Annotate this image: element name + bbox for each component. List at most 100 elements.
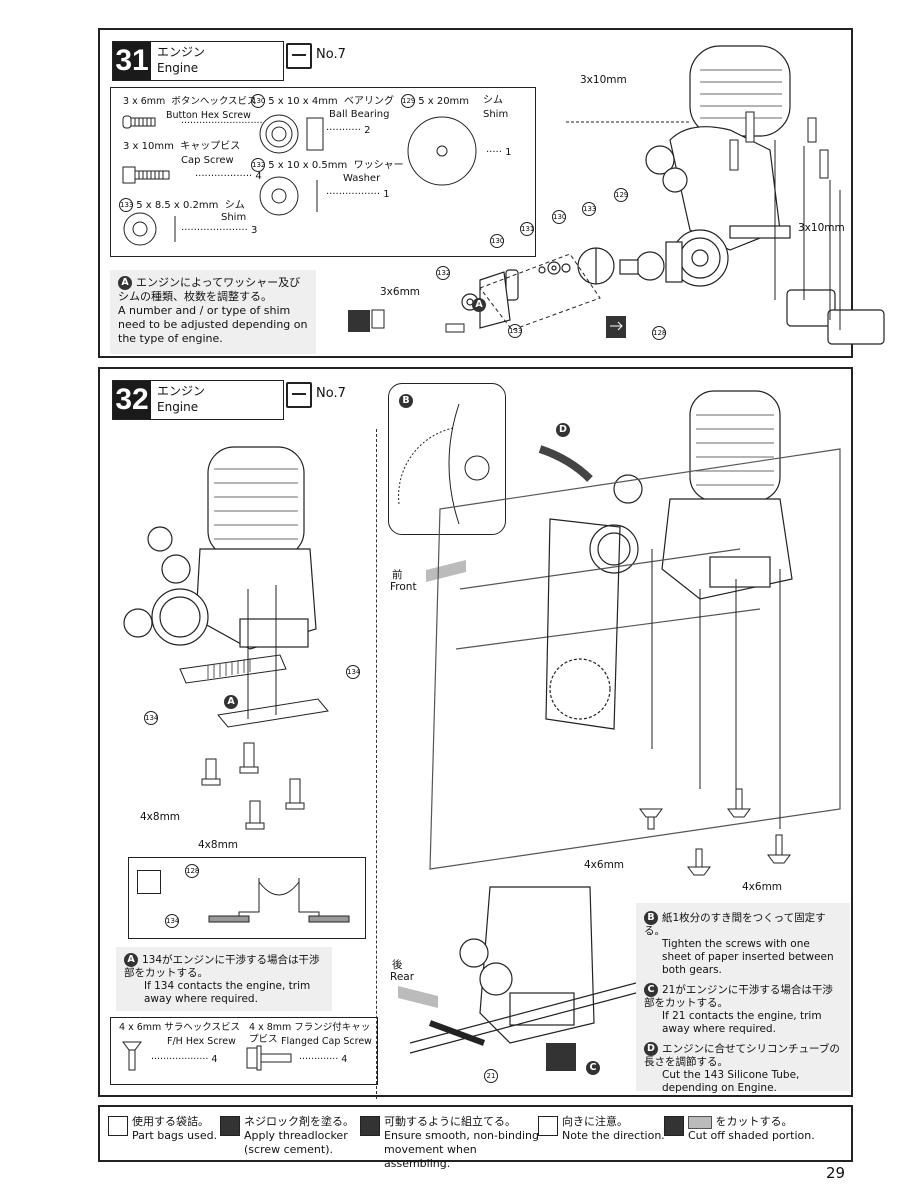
badge-a: A — [472, 298, 486, 312]
part-qty: 4 — [255, 171, 262, 182]
note-ja: 21がエンジンに干渉する場合は干渉部をカットする。 — [644, 984, 833, 1009]
part-name-ja: シム — [224, 200, 245, 211]
legend-en: Ensure smooth, non-binding movement when… — [384, 1129, 539, 1170]
note-en: Cut the 143 Silicone Tube, depending on … — [662, 1069, 800, 1094]
part-name-en: Shim — [221, 212, 247, 223]
bag-number: No.7 — [316, 386, 346, 401]
part-name-ja: サラヘックスビス — [164, 1022, 241, 1033]
part-qty: 1 — [383, 189, 390, 200]
part-qty: 1 — [505, 147, 512, 158]
legend-panel: 使用する袋詰。 Part bags used. ネジロック剤を塗る。 Apply… — [98, 1105, 853, 1170]
callout-133: 133 — [508, 324, 522, 338]
part-size: 5 x 10 x 4mm — [268, 96, 338, 107]
engine-mount-diagram — [123, 446, 329, 830]
part-size: 5 x 20mm — [418, 96, 470, 107]
part-size: 4 x 8mm — [249, 1022, 292, 1033]
direction-icon — [137, 870, 161, 894]
gear-mesh-drawing — [398, 403, 490, 525]
bag-icon — [286, 382, 312, 408]
rear-view-diagram — [409, 886, 637, 1071]
part-size: 5 x 8.5 x 0.2mm — [136, 200, 219, 211]
fh-screw-icon — [122, 1041, 142, 1071]
step-title-ja: エンジン — [157, 384, 206, 398]
gear-mesh-detail: B — [388, 383, 506, 535]
callout-133: 133 — [582, 202, 596, 216]
note-ja: 紙1枚分のすき間をつくって固定する。 — [644, 912, 826, 937]
legend-ja: 向きに注意。 — [562, 1115, 628, 1128]
badge-b: B — [644, 911, 658, 925]
legend-ja: 使用する袋詰。 — [132, 1115, 209, 1128]
mount-cross-section — [208, 878, 350, 923]
part-name-ja: ボタンヘックスビス — [171, 96, 257, 107]
step-title-ja: エンジン — [157, 45, 206, 59]
note-ja: 134がエンジンに干渉する場合は干渉部をカットする。 — [124, 954, 320, 979]
callout-128: 128 — [652, 326, 666, 340]
bag-icon — [108, 1116, 128, 1136]
part-number: 132 — [251, 158, 265, 172]
step-32-panel: 32 エンジン Engine No.7 134 — [98, 367, 853, 1099]
callout-132: 132 — [436, 266, 450, 280]
part-number: 129 — [401, 94, 415, 108]
step-title-en: Engine — [157, 400, 199, 414]
label-4x6: 4x6mm — [742, 881, 783, 893]
part-size: 3 x 6mm — [123, 96, 166, 107]
note-en: A number and / or type of shim need to b… — [118, 304, 308, 345]
note-ja: エンジンによってワッシャー及びシムの種類、枚数を調整する。 — [118, 276, 301, 303]
label-front-ja: 前 — [392, 569, 403, 581]
bag-number: No.7 — [316, 47, 346, 62]
badge-d: D — [644, 1042, 658, 1056]
direction-detail-box: 128 134 — [128, 857, 366, 939]
callout-134: 134 — [165, 914, 179, 928]
chassis-diagram — [429, 390, 841, 876]
part-qty: 2 — [364, 125, 371, 136]
legend-en: Cut off shaded portion. — [688, 1129, 815, 1142]
step-31-panel: 31 エンジン Engine No.7 3 x 6mm ボタンヘックスビス Bu… — [98, 28, 885, 358]
badge-b: B — [399, 394, 413, 408]
callout-131: 131 — [520, 222, 534, 236]
badge-a: A — [118, 276, 132, 290]
legend-en: Apply threadlocker (screw cement). — [244, 1129, 348, 1156]
note-en: If 21 contacts the engine, trim away whe… — [662, 1010, 822, 1035]
part-name-en: Shim — [483, 109, 509, 120]
part-name-en: Flanged Cap Screw — [281, 1036, 372, 1047]
legend-en: Note the direction. — [562, 1129, 665, 1142]
part-size: 5 x 10 x 0.5mm — [268, 160, 348, 171]
part-qty: 3 — [250, 225, 258, 236]
shaded-swatch — [688, 1115, 712, 1129]
callout-21: 21 — [484, 1069, 498, 1083]
badge-a: A — [124, 953, 138, 967]
callout-128: 128 — [185, 864, 199, 878]
label-4x8: 4x8mm — [198, 839, 239, 851]
label-4x6: 4x6mm — [584, 859, 625, 871]
part-qty: 4 — [341, 1054, 348, 1065]
washer-icon — [259, 176, 318, 216]
part-name-en: Button Hex Screw — [166, 110, 251, 121]
callout-129: 129 — [614, 188, 628, 202]
step-31-header: 31 エンジン Engine — [112, 41, 284, 81]
part-qty: 4 — [211, 1054, 218, 1065]
direction-icon — [538, 1116, 558, 1136]
label-4x8: 4x8mm — [140, 811, 181, 823]
part-name-en: Washer — [343, 173, 381, 184]
label-3x10-top: 3x10mm — [580, 74, 627, 86]
callout-130: 130 — [552, 210, 566, 224]
button-screw-icon — [122, 115, 156, 129]
part-name-en: F/H Hex Screw — [167, 1036, 236, 1047]
ball-bearing-icon — [259, 114, 324, 154]
part-name-ja: フランジ付キャップビス — [249, 1022, 371, 1045]
label-3x10-right: 3x10mm — [798, 222, 845, 234]
badge-a: A — [224, 695, 238, 709]
engine-assembly-diagram — [371, 45, 885, 345]
parts-box: 3 x 6mm ボタンヘックスビス Button Hex Screw ·····… — [110, 87, 536, 257]
part-number: 133 — [119, 198, 133, 212]
part-name-ja: キャップビス — [180, 141, 241, 152]
bag-icon — [286, 43, 312, 69]
part-name-ja: ベアリング — [344, 96, 395, 107]
label-3x6: 3x6mm — [380, 286, 421, 298]
movable-icon — [360, 1116, 380, 1136]
